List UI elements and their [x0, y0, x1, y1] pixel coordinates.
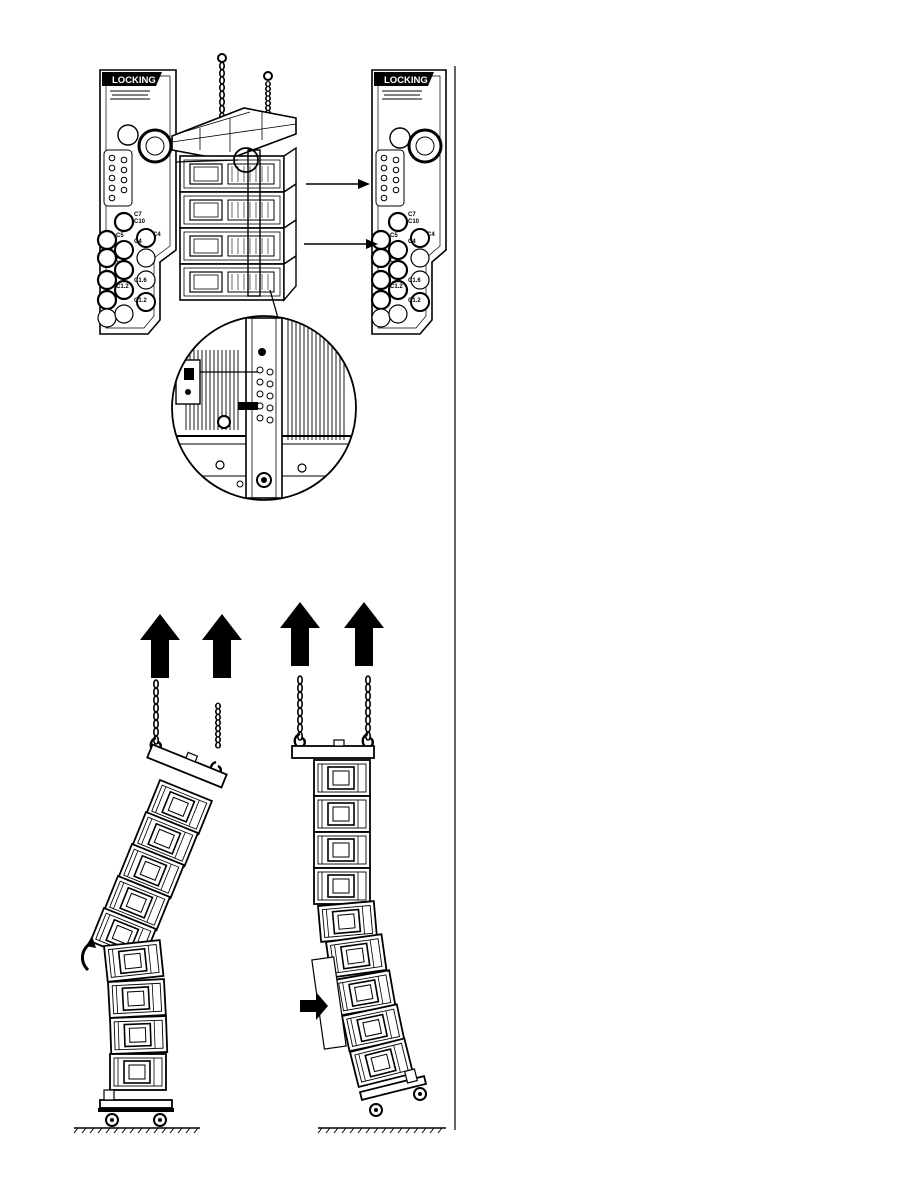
angle-holes-left [96, 211, 156, 328]
svg-text:C1.2: C1.2 [390, 284, 403, 290]
push-arrow-icon [300, 992, 328, 1020]
svg-text:C7: C7 [134, 212, 142, 218]
svg-text:C4: C4 [408, 239, 416, 245]
release-knob [137, 128, 173, 164]
curved-array-left [73, 614, 242, 1134]
svg-text:LOCKING: LOCKING [112, 75, 156, 86]
array-section-straight [313, 759, 378, 943]
array-section-lower [103, 939, 169, 1091]
svg-text:C1.6: C1.6 [408, 278, 421, 284]
svg-text:C10: C10 [408, 219, 420, 225]
fine-print-lines-right [382, 90, 422, 100]
release-knob [407, 128, 443, 164]
svg-text:C4: C4 [134, 239, 142, 245]
svg-text:C7: C7 [408, 212, 416, 218]
svg-text:C1.2: C1.2 [116, 284, 129, 290]
svg-text:C3: C3 [390, 258, 398, 264]
zoom-detail-circle [171, 315, 357, 501]
wheel-icon [369, 1103, 383, 1117]
lift-arrow-icon [140, 614, 180, 678]
angle-holes-right [370, 211, 430, 328]
ground-hatch-left [73, 1127, 200, 1134]
fly-frame [171, 107, 297, 161]
hole-labels-right: C7 C10 C5 C4 C4 C3 C1.6 C1.2 C1.2 [390, 212, 435, 304]
svg-text:C1.2: C1.2 [134, 298, 147, 304]
hoist-chain-right [263, 71, 273, 121]
svg-text:C1.2: C1.2 [408, 298, 421, 304]
hole-labels-left: C7 C10 C5 C4 C4 C3 C1.6 C1.2 C1.2 [116, 212, 161, 304]
locking-badge-left: LOCKING [102, 72, 162, 86]
angle-pin-grid-left [103, 149, 133, 207]
arrow-to-right-plate-upper [306, 179, 370, 189]
transport-cart-right [358, 1068, 428, 1117]
svg-text:LOCKING: LOCKING [384, 75, 428, 86]
svg-text:C5: C5 [390, 233, 398, 239]
wheel-icon [105, 1113, 119, 1127]
rigging-side-plate-right: LOCKING [370, 69, 447, 335]
locking-badge-right: LOCKING [374, 72, 434, 86]
rigging-side-plate-left: LOCKING [96, 69, 177, 335]
wheel-icon [153, 1113, 167, 1127]
transport-cart-left [98, 1089, 174, 1127]
arrow-to-right-plate-lower [304, 239, 378, 249]
lift-arrow-icon [202, 614, 242, 678]
hoist-chain-left [217, 53, 227, 121]
fine-print-lines-left [110, 90, 150, 100]
chain-icon [153, 679, 159, 745]
ground-hatch-right [317, 1127, 446, 1134]
fly-bar [291, 739, 375, 759]
straight-array-right [280, 602, 446, 1134]
angle-pin-grid-right [375, 149, 405, 207]
svg-text:C1.6: C1.6 [134, 278, 147, 284]
mounting-hole [117, 124, 139, 146]
zoom-leader [269, 289, 279, 319]
mounting-hole [389, 127, 411, 149]
svg-text:C3: C3 [116, 258, 124, 264]
chain-icon [364, 675, 372, 741]
speaker-cabinet-4 [179, 254, 297, 302]
svg-text:C5: C5 [116, 233, 124, 239]
wheel-icon [413, 1087, 427, 1101]
chain-icon [296, 675, 304, 741]
lift-arrow-icon [280, 602, 320, 666]
lift-arrow-icon [344, 602, 384, 666]
svg-text:C4: C4 [427, 232, 435, 238]
fly-bar [146, 743, 228, 789]
chain-icon [215, 702, 221, 749]
array-section-upper [89, 779, 213, 964]
svg-text:C10: C10 [134, 219, 146, 225]
speaker-stack-assembly [171, 53, 297, 302]
callout-leader [175, 159, 239, 163]
svg-text:C4: C4 [153, 232, 161, 238]
